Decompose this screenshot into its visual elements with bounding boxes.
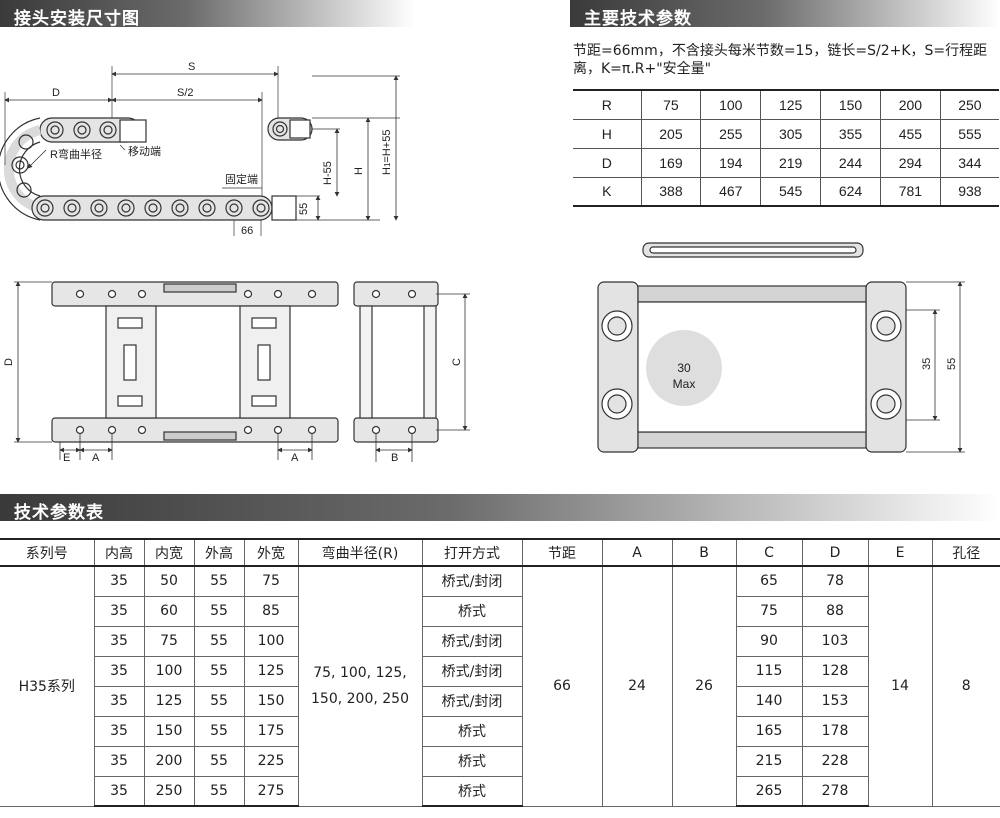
dim-H1: H1=H+55 [381,130,393,175]
series-cell: H35系列 [0,566,94,807]
technical-drawings: S S/2 D R弯曲半径 移动端 固定端 66 55 H-55 H H1=H+… [0,61,965,464]
dim-D: D [52,87,60,99]
radius-cell: 75, 100, 125,150, 200, 250 [297,566,422,807]
formula-note: 节距=66mm，不含接头每米节数=15，链长=S/2+K，S=行程距离，K=π.… [573,43,988,77]
dim-55b: 55 [946,358,958,370]
params-row: D 169 194 219 244 294 344 [573,148,999,178]
chain-side-labels: S S/2 D R弯曲半径 移动端 固定端 66 55 H-55 H H1=H+… [50,61,393,237]
table-row: 35 250 55 275 桥式 265 278 [0,776,1000,807]
dim-35: 35 [921,358,933,370]
pitch-cell: 66 [521,566,602,807]
b-cell: 26 [671,566,736,807]
dim-pitch: 66 [241,225,253,237]
table-row: 35 150 55 175 桥式 165 178 [0,716,1000,747]
section-title-main-params: 主要技术参数 [584,9,692,29]
table-row: 35 200 55 225 桥式 215 228 [0,746,1000,777]
label-bend-radius: R弯曲半径 [50,147,102,161]
chain-side-view [0,66,400,236]
section-header-main-params: 主要技术参数 [570,0,1000,29]
label-max-text: Max [673,377,696,391]
a-cell: 24 [601,566,672,807]
table-row: 35 125 55 150 桥式/封闭 140 153 [0,686,1000,717]
params-row: K 388 467 545 624 781 938 [573,177,999,207]
dim-H-55: H-55 [322,161,334,185]
link-top-view [14,281,339,460]
dim-B: B [391,452,398,464]
params-row: R 75 100 125 150 200 250 [573,89,999,120]
dim-A2: A [291,452,299,464]
spec-header-row: 系列号 内高 内宽 外高 外宽 弯曲半径(R) 打开方式 节距 A B C D … [0,538,1000,567]
section-title-spec-table: 技术参数表 [14,503,104,523]
link-side-labels: C B [391,358,463,464]
e-cell: 14 [867,566,932,807]
section-title-install: 接头安装尺寸图 [14,9,140,29]
dim-H: H [353,167,365,175]
table-row: 35 60 55 85 桥式 75 88 [0,596,1000,627]
main-params-table: R 75 100 125 150 200 250 H 205 255 305 3… [573,89,999,207]
spec-table: 系列号 内高 内宽 外高 外宽 弯曲半径(R) 打开方式 节距 A B C D … [0,538,1000,807]
cross-section-view [597,242,965,453]
dim-E: E [63,452,70,464]
label-max-num: 30 [677,361,691,375]
dim-C: C [451,358,463,366]
table-row: 35 100 55 125 桥式/封闭 115 128 [0,656,1000,687]
link-top-labels: D E A A [3,358,299,464]
table-row: 35 75 55 100 桥式/封闭 90 103 [0,626,1000,657]
hole-cell: 8 [931,566,1000,807]
dim-S: S [188,61,195,73]
dim-55: 55 [298,203,310,215]
section-header-spec-table: 技术参数表 [0,494,1000,523]
label-moving-end: 移动端 [128,145,161,158]
label-fixed-end: 固定端 [225,172,258,186]
cross-section-labels: 30 Max 35 55 [673,358,958,391]
dim-S2: S/2 [177,87,194,99]
params-row: H 205 255 305 355 455 555 [573,119,999,149]
link-side-view [353,281,470,462]
dim-A1: A [92,452,100,464]
table-row: H35系列 35 50 55 75 75, 100, 125,150, 200,… [0,566,1000,807]
dim-D2: D [3,358,15,366]
section-header-install: 接头安装尺寸图 [0,0,415,29]
